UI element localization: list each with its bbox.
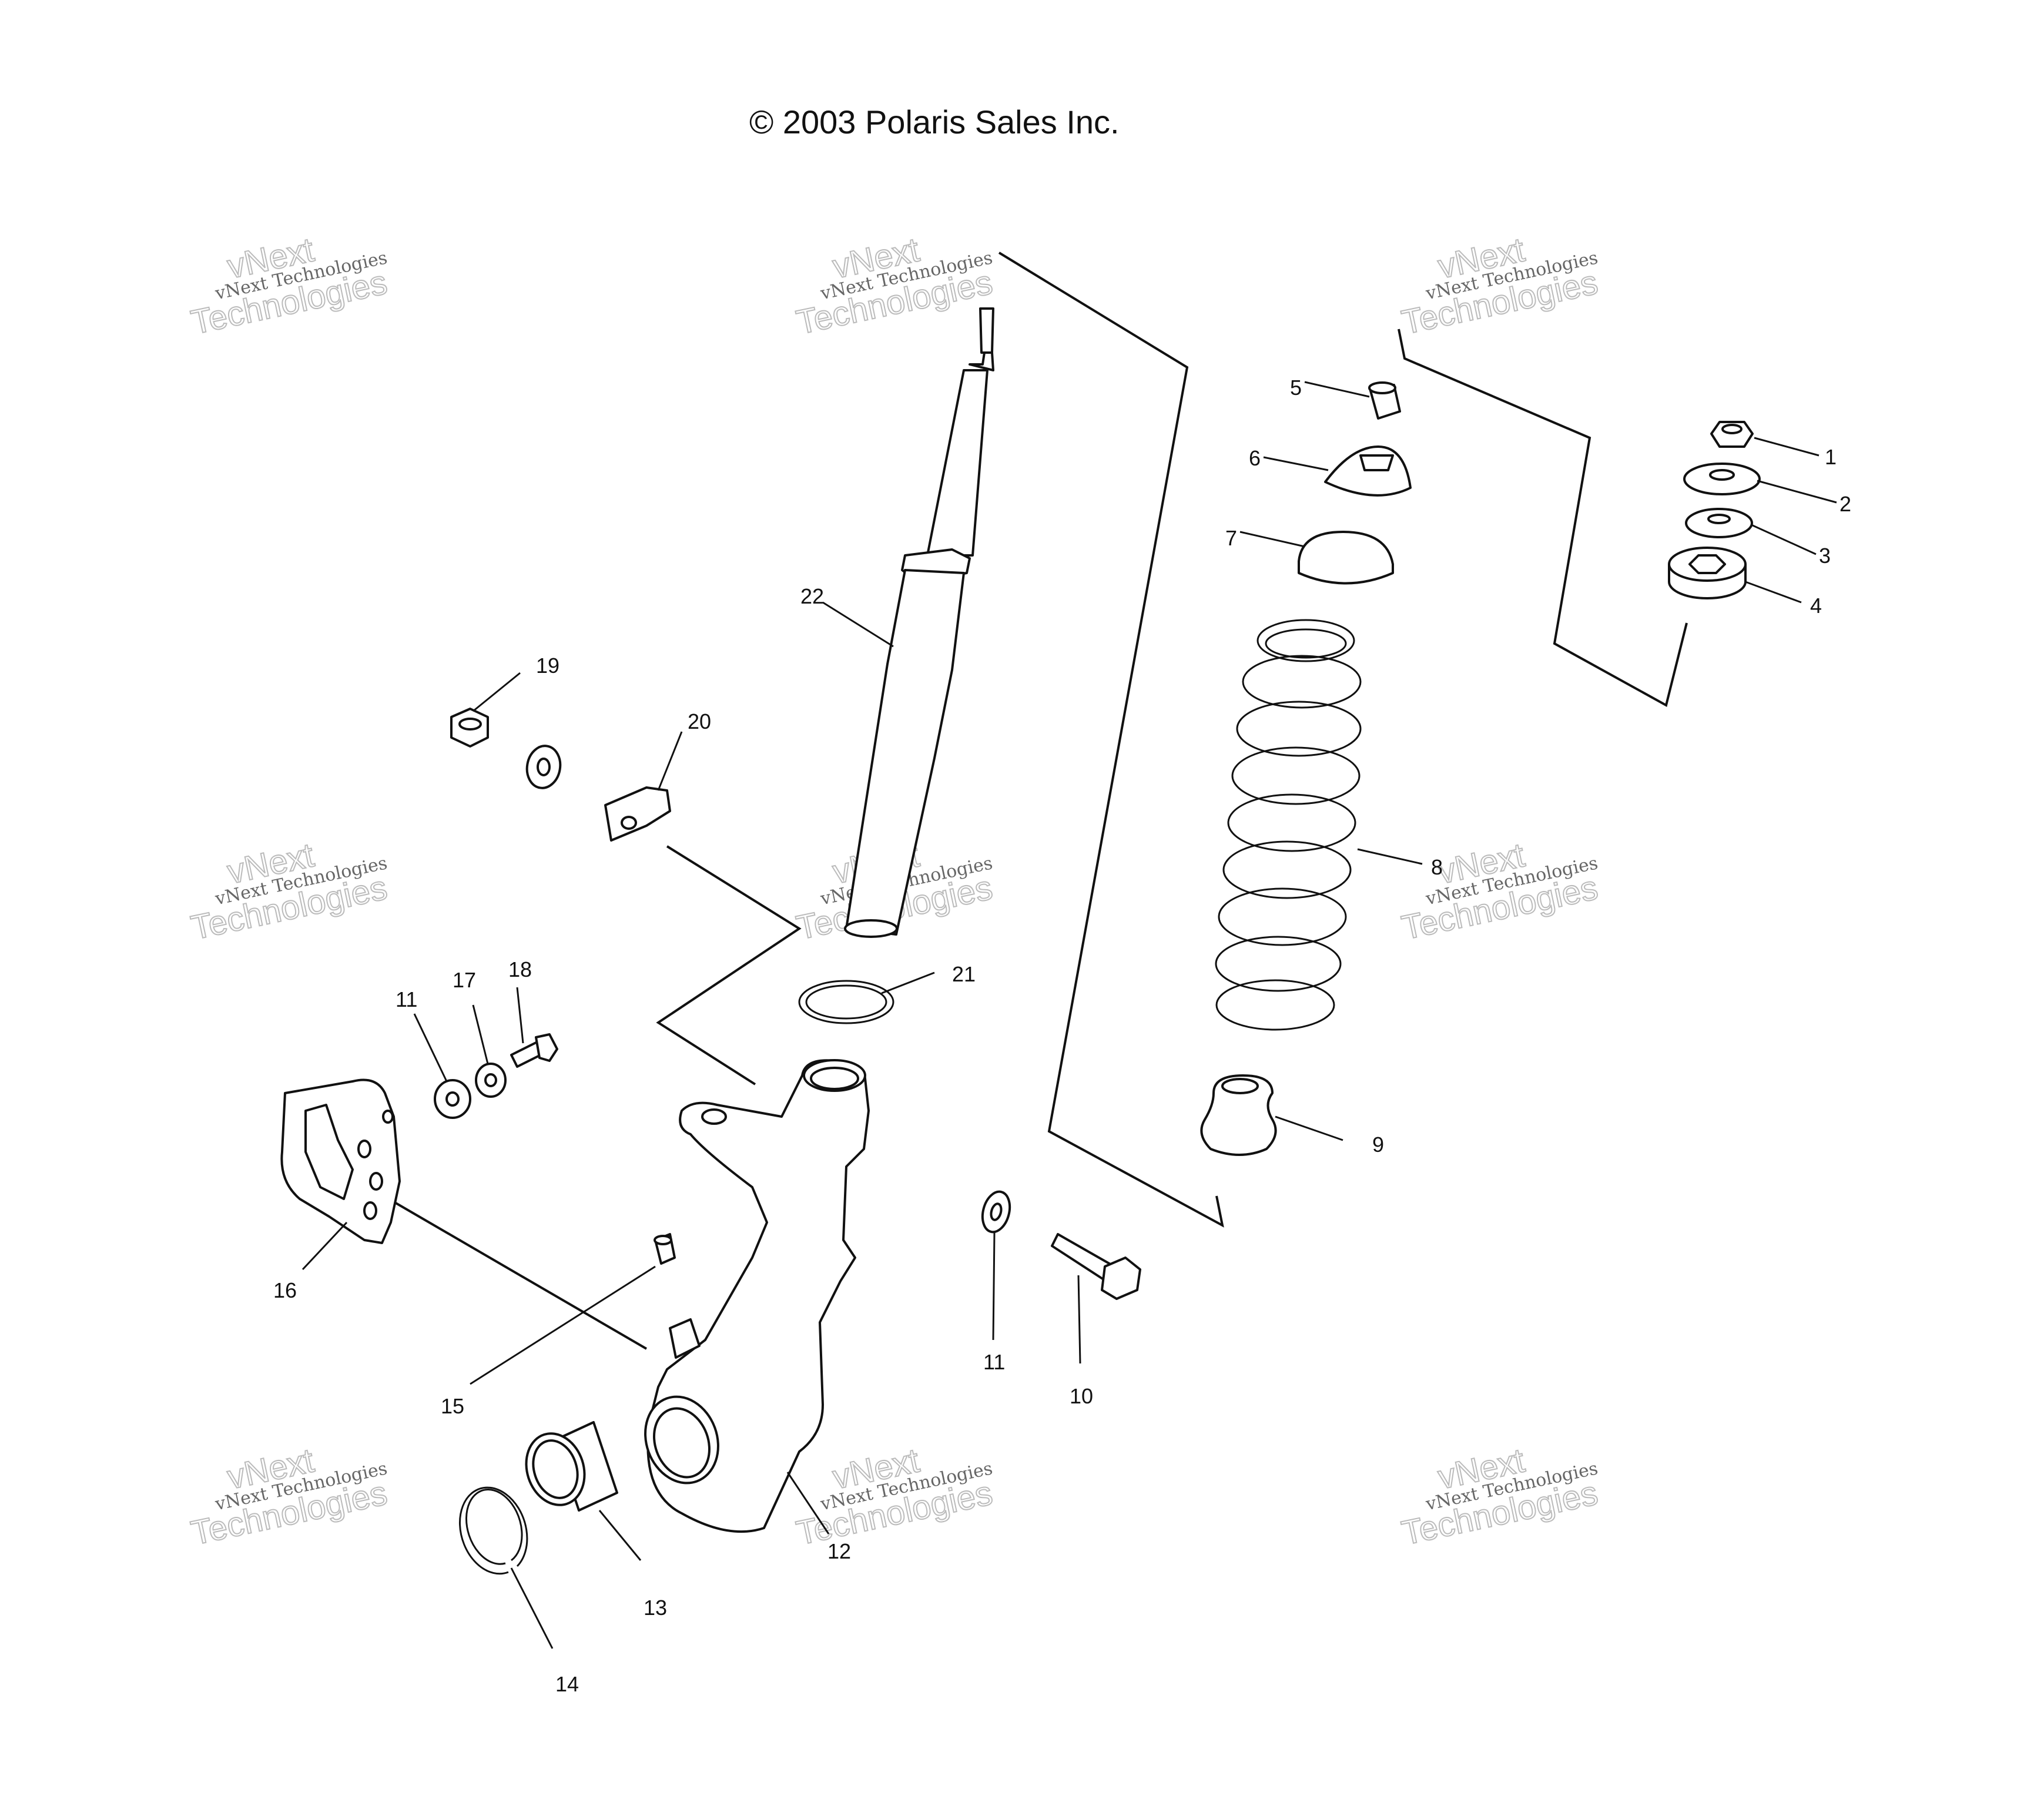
callout-2: 2 — [1839, 492, 1851, 516]
wheel-bearing — [525, 1421, 618, 1512]
lock-nut — [1710, 421, 1754, 448]
watermark: vNext vNext Technologies Technologies — [793, 1440, 997, 1553]
hose-clip — [604, 786, 671, 842]
strut-bracket — [998, 252, 1224, 1228]
watermark: vNext vNext Technologies Technologies — [187, 230, 391, 342]
callout-11-right: 11 — [983, 1350, 1005, 1374]
callout-7: 7 — [1225, 526, 1237, 550]
watermark: vNext vNext Technologies Technologies — [1398, 1440, 1602, 1553]
callout-14: 14 — [555, 1672, 579, 1696]
leader-lines — [301, 381, 1837, 1649]
o-ring — [798, 980, 894, 1024]
callout-18: 18 — [508, 957, 532, 981]
callout-13: 13 — [644, 1596, 667, 1620]
watermark: vNext vNext Technologies Technologies — [1398, 835, 1602, 947]
assembly-brackets — [393, 252, 1688, 1350]
callout-6: 6 — [1249, 446, 1261, 470]
callout-5: 5 — [1290, 376, 1302, 400]
callout-15: 15 — [441, 1394, 464, 1418]
snap-ring — [458, 1486, 528, 1575]
callout-22: 22 — [800, 584, 824, 608]
callout-labels: 1 2 3 4 5 6 7 8 9 10 11 11 12 13 14 15 1… — [273, 376, 1851, 1696]
watermark: vNext vNext Technologies Technologies — [187, 1440, 391, 1553]
flat-washer-left — [434, 1079, 471, 1119]
caliper-bolt — [510, 1033, 558, 1068]
strut-cartridge — [844, 307, 994, 938]
steering-knuckle — [644, 1059, 870, 1533]
bump-stop — [1200, 1074, 1277, 1156]
coil-spring — [1215, 619, 1362, 1031]
top-mount-bushing — [1668, 547, 1747, 599]
copyright-notice: © 2003 Polaris Sales Inc. — [749, 103, 1120, 140]
callout-19: 19 — [536, 654, 559, 678]
flat-washer-right — [981, 1190, 1011, 1234]
washer-nut — [525, 745, 562, 789]
callout-11-left: 11 — [396, 987, 417, 1011]
watermark: vNext vNext Technologies Technologies — [793, 230, 997, 342]
grease-fitting — [654, 1233, 676, 1265]
callout-1: 1 — [1825, 445, 1837, 469]
callout-10: 10 — [1070, 1384, 1093, 1408]
callout-3: 3 — [1819, 544, 1831, 568]
brake-caliper — [280, 1078, 401, 1244]
upper-spring-seat — [1324, 445, 1412, 497]
watermark: vNext vNext Technologies Technologies — [187, 835, 391, 947]
callout-16: 16 — [273, 1278, 297, 1302]
callout-17: 17 — [453, 968, 476, 992]
callout-9: 9 — [1372, 1132, 1384, 1157]
watermark: vNext vNext Technologies Technologies — [1398, 230, 1602, 342]
hex-nut — [450, 708, 489, 748]
washer-upper — [1683, 463, 1761, 495]
washer-lower — [1685, 508, 1753, 538]
spring-retainer — [1298, 531, 1394, 585]
callout-12: 12 — [827, 1539, 851, 1563]
callout-20: 20 — [688, 709, 711, 733]
lock-washer — [475, 1063, 507, 1098]
top-hardware-bracket — [1398, 329, 1688, 708]
mounting-bolt — [1051, 1233, 1141, 1300]
callout-4: 4 — [1810, 594, 1822, 618]
callout-21: 21 — [952, 962, 976, 986]
caliper-line — [393, 1201, 648, 1350]
knuckle-bracket — [656, 845, 802, 1085]
callout-8: 8 — [1431, 855, 1443, 879]
spring-nut — [1368, 381, 1401, 420]
